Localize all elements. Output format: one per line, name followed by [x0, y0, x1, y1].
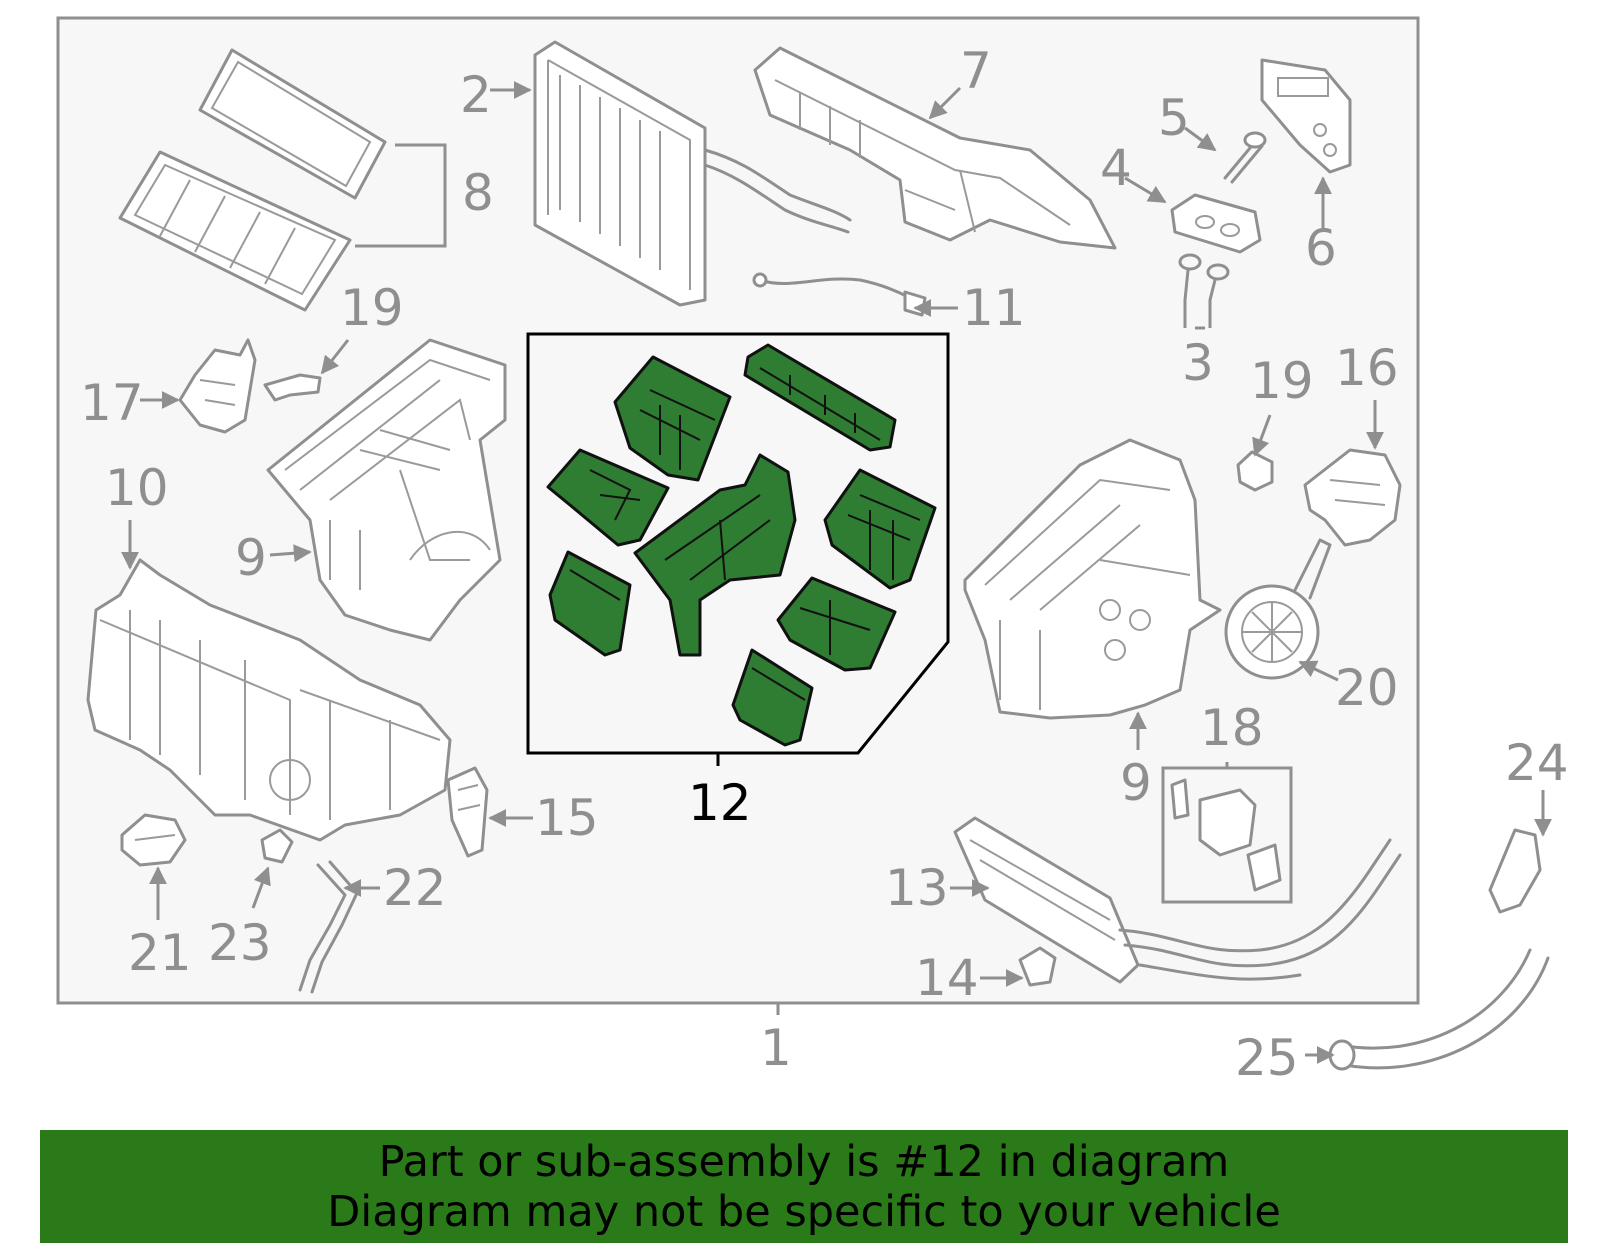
part-23[interactable]: [260, 828, 294, 864]
callout-20: 20: [1335, 659, 1399, 717]
callout-19-right: 19: [1250, 352, 1314, 410]
callout-19-left: 19: [340, 279, 404, 337]
part-6-bracket[interactable]: [1260, 58, 1352, 174]
callout-3: 3: [1182, 334, 1214, 392]
banner-line-2: Diagram may not be specific to your vehi…: [327, 1186, 1281, 1237]
callout-18: 18: [1200, 699, 1264, 757]
part-16-actuator[interactable]: [1303, 448, 1402, 547]
callout-22: 22: [383, 859, 447, 917]
part-5-screw[interactable]: [1223, 131, 1267, 184]
callout-21: 21: [128, 924, 192, 982]
part-24[interactable]: [1488, 828, 1542, 914]
callout-11: 11: [962, 279, 1026, 337]
callout-25: 25: [1235, 1029, 1299, 1087]
part-19-left[interactable]: [263, 373, 322, 402]
part-13-heater-core[interactable]: [953, 816, 1402, 984]
callout-8: 8: [462, 164, 494, 222]
callout-9-right: 9: [1120, 754, 1152, 812]
callout-24: 24: [1505, 734, 1569, 792]
part-12-callout-box: [526, 332, 950, 755]
callout-23: 23: [208, 914, 272, 972]
banner-line-1: Part or sub-assembly is #12 in diagram: [378, 1136, 1230, 1187]
callout-16: 16: [1335, 339, 1399, 397]
callout-4: 4: [1100, 139, 1132, 197]
callout-13: 13: [885, 859, 949, 917]
part-17-actuator[interactable]: [178, 338, 257, 434]
callout-5: 5: [1158, 89, 1190, 147]
part-7-duct[interactable]: [753, 46, 1117, 250]
part-15[interactable]: [446, 766, 489, 858]
callout-12: 12: [688, 774, 752, 832]
part-14[interactable]: [1018, 946, 1057, 987]
part-21[interactable]: [120, 813, 187, 867]
part-8-filters[interactable]: [118, 48, 387, 312]
callout-2: 2: [460, 66, 492, 124]
callout-9-left: 9: [235, 529, 267, 587]
part-2-evaporator[interactable]: [533, 40, 852, 307]
callout-1: 1: [760, 1019, 792, 1077]
callout-7: 7: [960, 42, 992, 100]
leader-lines: [121, 81, 1552, 1064]
part-12-subassembly[interactable]: [526, 332, 950, 755]
part-9-housing-left[interactable]: [266, 338, 507, 642]
info-banner: Part or sub-assembly is #12 in diagram D…: [40, 1130, 1568, 1243]
callout-17: 17: [80, 374, 144, 432]
part-10-case[interactable]: [86, 558, 452, 842]
part-25-hose[interactable]: [1328, 948, 1550, 1071]
part-9-housing-right[interactable]: [963, 438, 1222, 720]
callout-14: 14: [915, 949, 979, 1007]
part-4-actuator[interactable]: [1170, 193, 1262, 254]
part-19-right[interactable]: [1236, 450, 1274, 492]
callout-6: 6: [1305, 219, 1337, 277]
part-20-blower[interactable]: [1224, 538, 1332, 680]
part-3-orings[interactable]: [1178, 253, 1230, 281]
callout-10: 10: [105, 459, 169, 517]
callout-15: 15: [535, 789, 599, 847]
